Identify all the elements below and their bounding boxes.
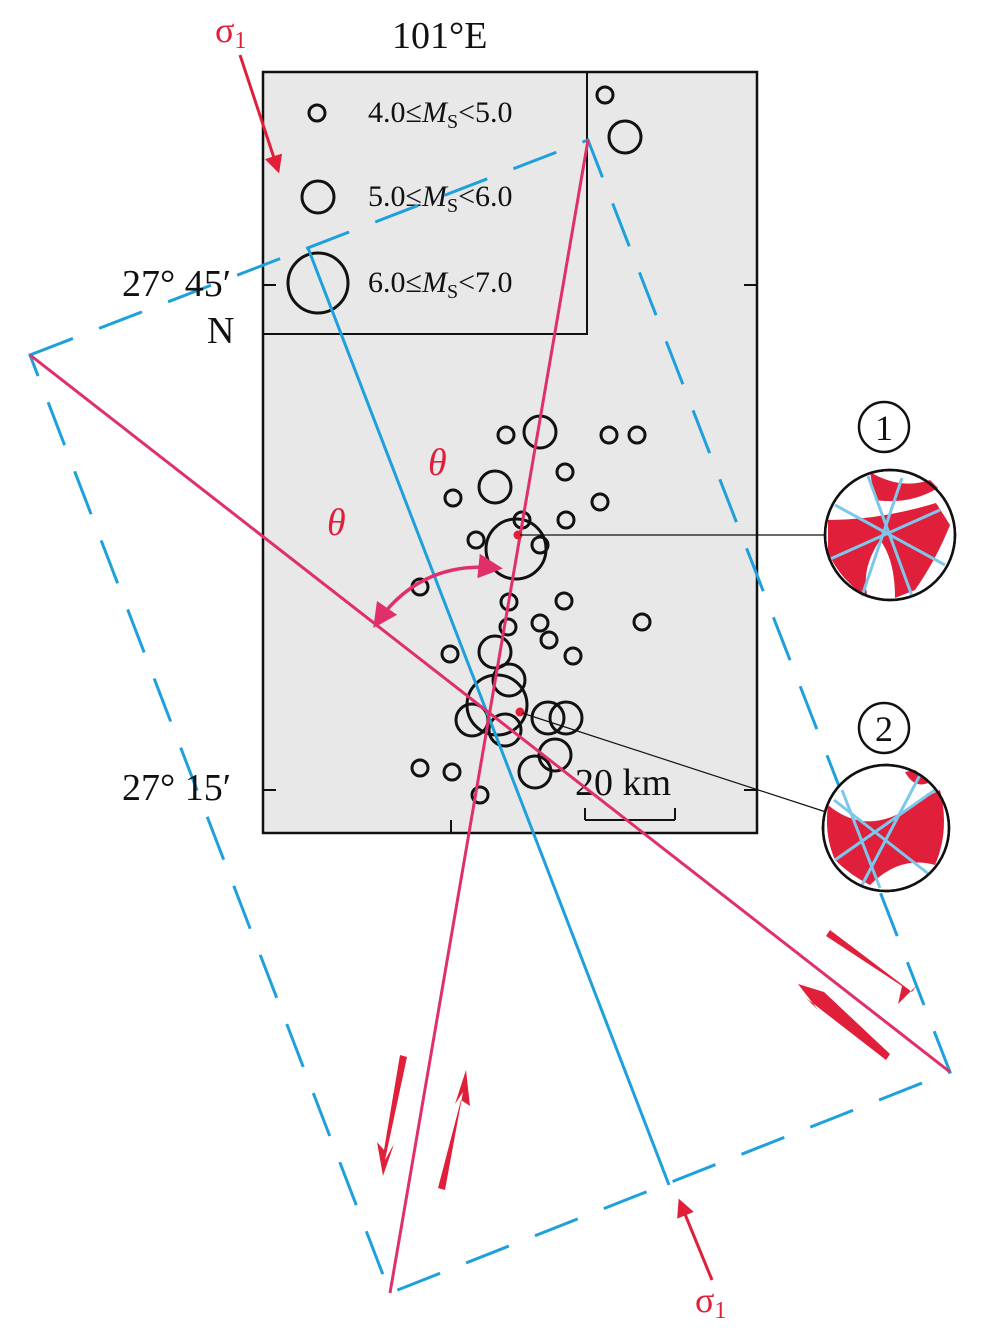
epicenter xyxy=(599,425,619,445)
epicenter xyxy=(470,785,490,805)
map-panel xyxy=(261,70,759,835)
legend-large-circle xyxy=(286,251,350,315)
legend-medium-circle xyxy=(300,179,336,215)
longitude-label: 101°E xyxy=(392,15,487,57)
mechanism-1-label-ring xyxy=(857,400,911,454)
mechanism-2-label-ring xyxy=(857,701,911,755)
mechanism-1-label: 1 xyxy=(875,408,893,448)
epicenter xyxy=(442,762,462,782)
leader-line-2 xyxy=(521,712,827,813)
theta-label-2: θ xyxy=(327,502,346,544)
latitude-bottom-label: 27° 15′ xyxy=(122,767,231,809)
focal-mechanism-2 xyxy=(821,763,951,893)
scale-bar xyxy=(584,808,676,821)
mechanism-2-epicenter xyxy=(515,707,525,717)
shear-arrows-left xyxy=(377,1055,470,1190)
epicenter xyxy=(487,712,523,748)
epicenter xyxy=(556,510,576,530)
epicenter xyxy=(440,644,460,664)
epicenter xyxy=(477,634,513,670)
epicenter xyxy=(607,119,643,155)
angle-arc xyxy=(373,553,503,629)
legend-small-circle xyxy=(307,103,327,123)
epicenter xyxy=(555,462,575,482)
scale-label: 20 km xyxy=(575,762,671,804)
latitude-top-label: 27° 45′ xyxy=(122,263,231,305)
conjugate-fault-line-2 xyxy=(388,139,590,1294)
epicenter xyxy=(530,613,550,633)
epicenter xyxy=(590,492,610,512)
epicenter xyxy=(443,488,463,508)
sigma1-top-arrow xyxy=(238,54,283,174)
epicenter xyxy=(563,646,583,666)
epicenter xyxy=(632,612,652,632)
epicenter xyxy=(466,530,486,550)
legend-item-1: 4.0≤MS<5.0 xyxy=(368,96,513,133)
sigma1-top-label: σ1 xyxy=(215,10,246,54)
epicenter xyxy=(410,758,430,778)
tick-marks xyxy=(263,284,757,833)
epicenter xyxy=(530,535,550,555)
mechanism-2-label: 2 xyxy=(875,709,893,749)
legend-box xyxy=(262,71,588,335)
shear-arrows-right xyxy=(798,930,916,1060)
legend-item-3: 6.0≤MS<7.0 xyxy=(368,266,513,303)
sigma1-bottom-label: σ1 xyxy=(695,1280,726,1324)
epicenter xyxy=(496,425,516,445)
sigma1-bottom-arrow xyxy=(677,1198,714,1281)
theta-label-1: θ xyxy=(428,442,447,484)
epicenter xyxy=(627,425,647,445)
epicenter xyxy=(477,469,513,505)
epicenter xyxy=(517,754,553,790)
epicenter xyxy=(595,85,615,105)
mechanism-1-epicenter xyxy=(513,530,523,540)
epicenter xyxy=(548,700,584,736)
latitude-top-suffix: N xyxy=(207,310,234,352)
legend-item-2: 5.0≤MS<6.0 xyxy=(368,180,513,217)
epicenter xyxy=(539,630,559,650)
focal-mechanism-1 xyxy=(823,468,957,602)
epicenter xyxy=(530,700,566,736)
epicenter xyxy=(491,662,527,698)
epicenter xyxy=(554,591,574,611)
